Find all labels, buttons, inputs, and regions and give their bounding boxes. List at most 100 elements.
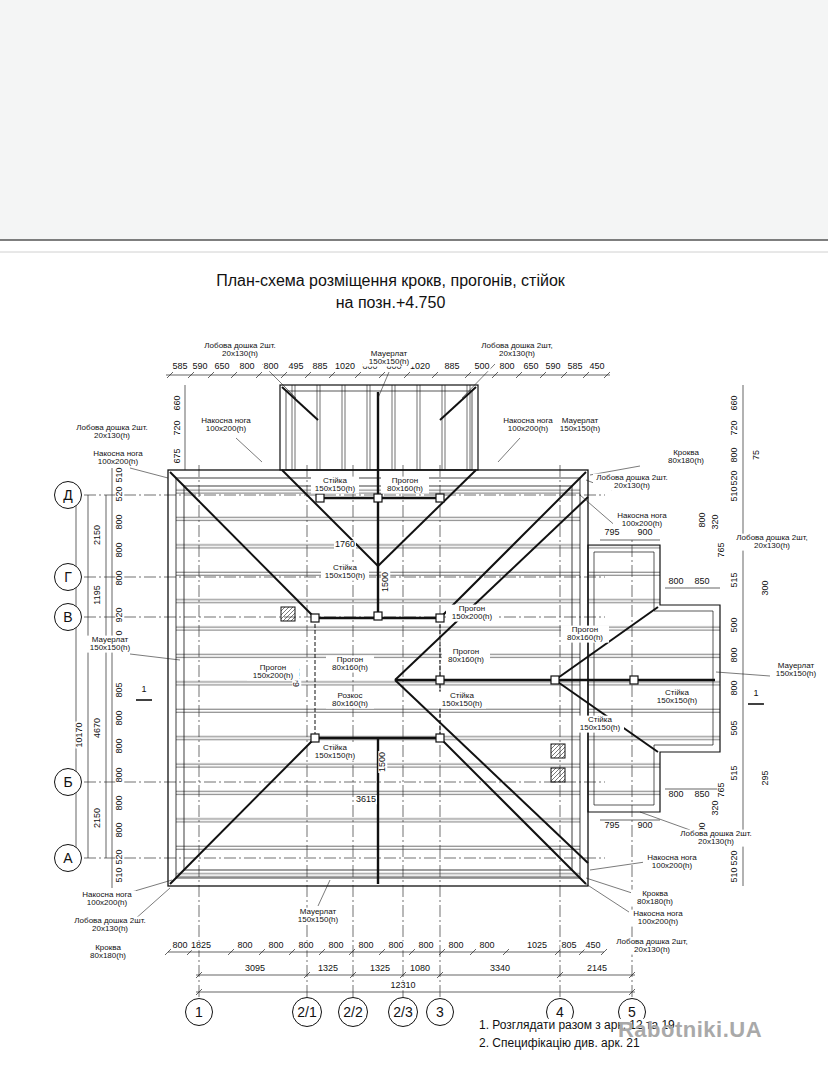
dimension-number: 500: [473, 362, 490, 371]
dimension-number: 1080: [409, 964, 431, 973]
dimension-number: 720: [173, 419, 182, 436]
dimension-number: 720: [730, 419, 739, 436]
dimension-number: 800: [447, 941, 464, 950]
callout-text: Стійка 150x150(h): [321, 564, 369, 581]
axis-bubble: 2/1: [292, 997, 322, 1027]
dimension-number: 1025: [526, 941, 548, 950]
dimension-number: 800: [115, 794, 124, 811]
dimension-number: 660: [173, 394, 182, 411]
dimension-number: 920: [115, 606, 124, 623]
callout-text: Накосна нога 100x200(h): [613, 512, 671, 529]
dimension-number: 590: [544, 362, 561, 371]
dimension-number: 585: [171, 362, 188, 371]
watermark: Rabotniki.UA: [617, 1018, 763, 1041]
axis-name: Г: [64, 570, 72, 584]
dimension-number: 590: [191, 362, 208, 371]
dimension-number: 520: [730, 849, 739, 866]
dimension-number: 800: [238, 362, 255, 371]
dimension-number: 795: [603, 821, 620, 830]
axis-name: А: [63, 851, 72, 865]
dimension-number: 800: [115, 737, 124, 754]
axis-name: Д: [63, 488, 72, 502]
callout-text: Накосна нога 100x200(h): [78, 891, 136, 908]
dimension-number: 800: [667, 790, 684, 799]
axis-name: 1: [195, 1005, 203, 1019]
dimension-number: 510: [115, 466, 124, 483]
callout-text: Лобова дошка 2шт. 20x130(h): [203, 342, 277, 359]
callout-text: Лобова дошка 2шт. 20x130(h): [71, 917, 149, 934]
dimension-number: 795: [603, 528, 620, 537]
dimension-number: 2150: [93, 524, 102, 546]
dimension-number: 515: [730, 764, 739, 781]
dimension-number: 4670: [93, 717, 102, 739]
dimension-number: 510: [115, 866, 124, 883]
axis-name: 2/2: [343, 1005, 362, 1019]
dimension-number: 800: [730, 446, 739, 463]
dimension-number: 520: [115, 848, 124, 865]
dimension-number: 515: [730, 571, 739, 588]
callout-text: Кроква 80x180(h): [662, 449, 710, 466]
dimension-number: 885: [443, 362, 460, 371]
axis-lines: [84, 462, 632, 997]
callout-text: Мауерлат 150x150(h): [84, 636, 136, 653]
axis-name: В: [63, 610, 72, 624]
dimension-number: 10170: [75, 721, 84, 748]
dimension-number: 800: [297, 941, 314, 950]
page-header: [0, 0, 828, 252]
dimension-number: 3615: [355, 795, 377, 804]
dimension-number: 660: [730, 394, 739, 411]
dimension-number: 800: [417, 941, 434, 950]
dimension-number: 800: [115, 513, 124, 530]
dimension-number: 1: [140, 685, 147, 694]
drawing-title: План-схема розміщення крокв, прогонів, с…: [212, 270, 569, 313]
callout-text: Лобова дошка 2шт. 20x130(h): [73, 424, 151, 441]
callout-text: Лобова дошка 2шт, 20x130(h): [479, 342, 555, 359]
callout-text: Прогон 80x160(h): [561, 626, 609, 643]
dimension-number: 765: [717, 781, 726, 798]
dimension-number: 800: [115, 709, 124, 726]
callout-text: Накосна нога 100x200(h): [499, 417, 557, 434]
callout-text: Стійка 150x150(h): [311, 477, 359, 494]
callout-text: Прогон 150x200(h): [247, 664, 299, 681]
callout-text: Мауерлат 150x150(h): [554, 417, 606, 434]
dimension-number: 885: [311, 362, 328, 371]
dimension-number: 1825: [190, 941, 212, 950]
dimension-number: 1325: [369, 964, 391, 973]
leader-lines: [128, 364, 770, 920]
axis-bubble: А: [54, 844, 82, 872]
dimension-number: 800: [357, 941, 374, 950]
axis-bubble: 3: [426, 998, 454, 1026]
dimension-number: 800: [327, 941, 344, 950]
dimension-number: 800: [236, 941, 253, 950]
callout-text: Прогон 150x200(h): [446, 605, 498, 622]
callout-text: Накосна нога 100x200(h): [629, 910, 687, 927]
dimension-number: 805: [560, 941, 577, 950]
dimension-number: 800: [698, 511, 707, 528]
dimension-number: 650: [213, 362, 230, 371]
dimension-number: 1195: [93, 584, 102, 605]
axis-bubble: Д: [54, 481, 82, 509]
axis-bubble: В: [54, 603, 82, 631]
dimension-number: 1760: [334, 540, 356, 549]
callout-text: Кроква 80x180(h): [84, 944, 132, 961]
dimension-number: 75: [752, 449, 761, 461]
dimension-number: 510: [730, 866, 739, 883]
dimension-number: 495: [287, 362, 304, 371]
dimension-number: 1: [752, 689, 759, 698]
dimension-number: 800: [730, 646, 739, 663]
dimension-number: 295: [761, 769, 770, 786]
axis-name: 4: [556, 1005, 564, 1019]
dimension-number: 585: [566, 362, 583, 371]
dimension-number: 675: [173, 447, 182, 464]
dimension-number: 800: [115, 569, 124, 586]
callout-text: Лобова дошка 2шт. 20x130(h): [593, 474, 671, 491]
dimension-number: 2150: [93, 807, 102, 829]
dimension-number: 800: [387, 941, 404, 950]
dimension-number: 800: [667, 577, 684, 586]
axis-name: 3: [436, 1005, 444, 1019]
dimension-number: 1500: [381, 571, 390, 593]
dimension-number: 850: [693, 577, 710, 586]
dimension-number: 520: [730, 469, 739, 486]
callout-text: Мауерлат 150x150(h): [292, 908, 344, 925]
